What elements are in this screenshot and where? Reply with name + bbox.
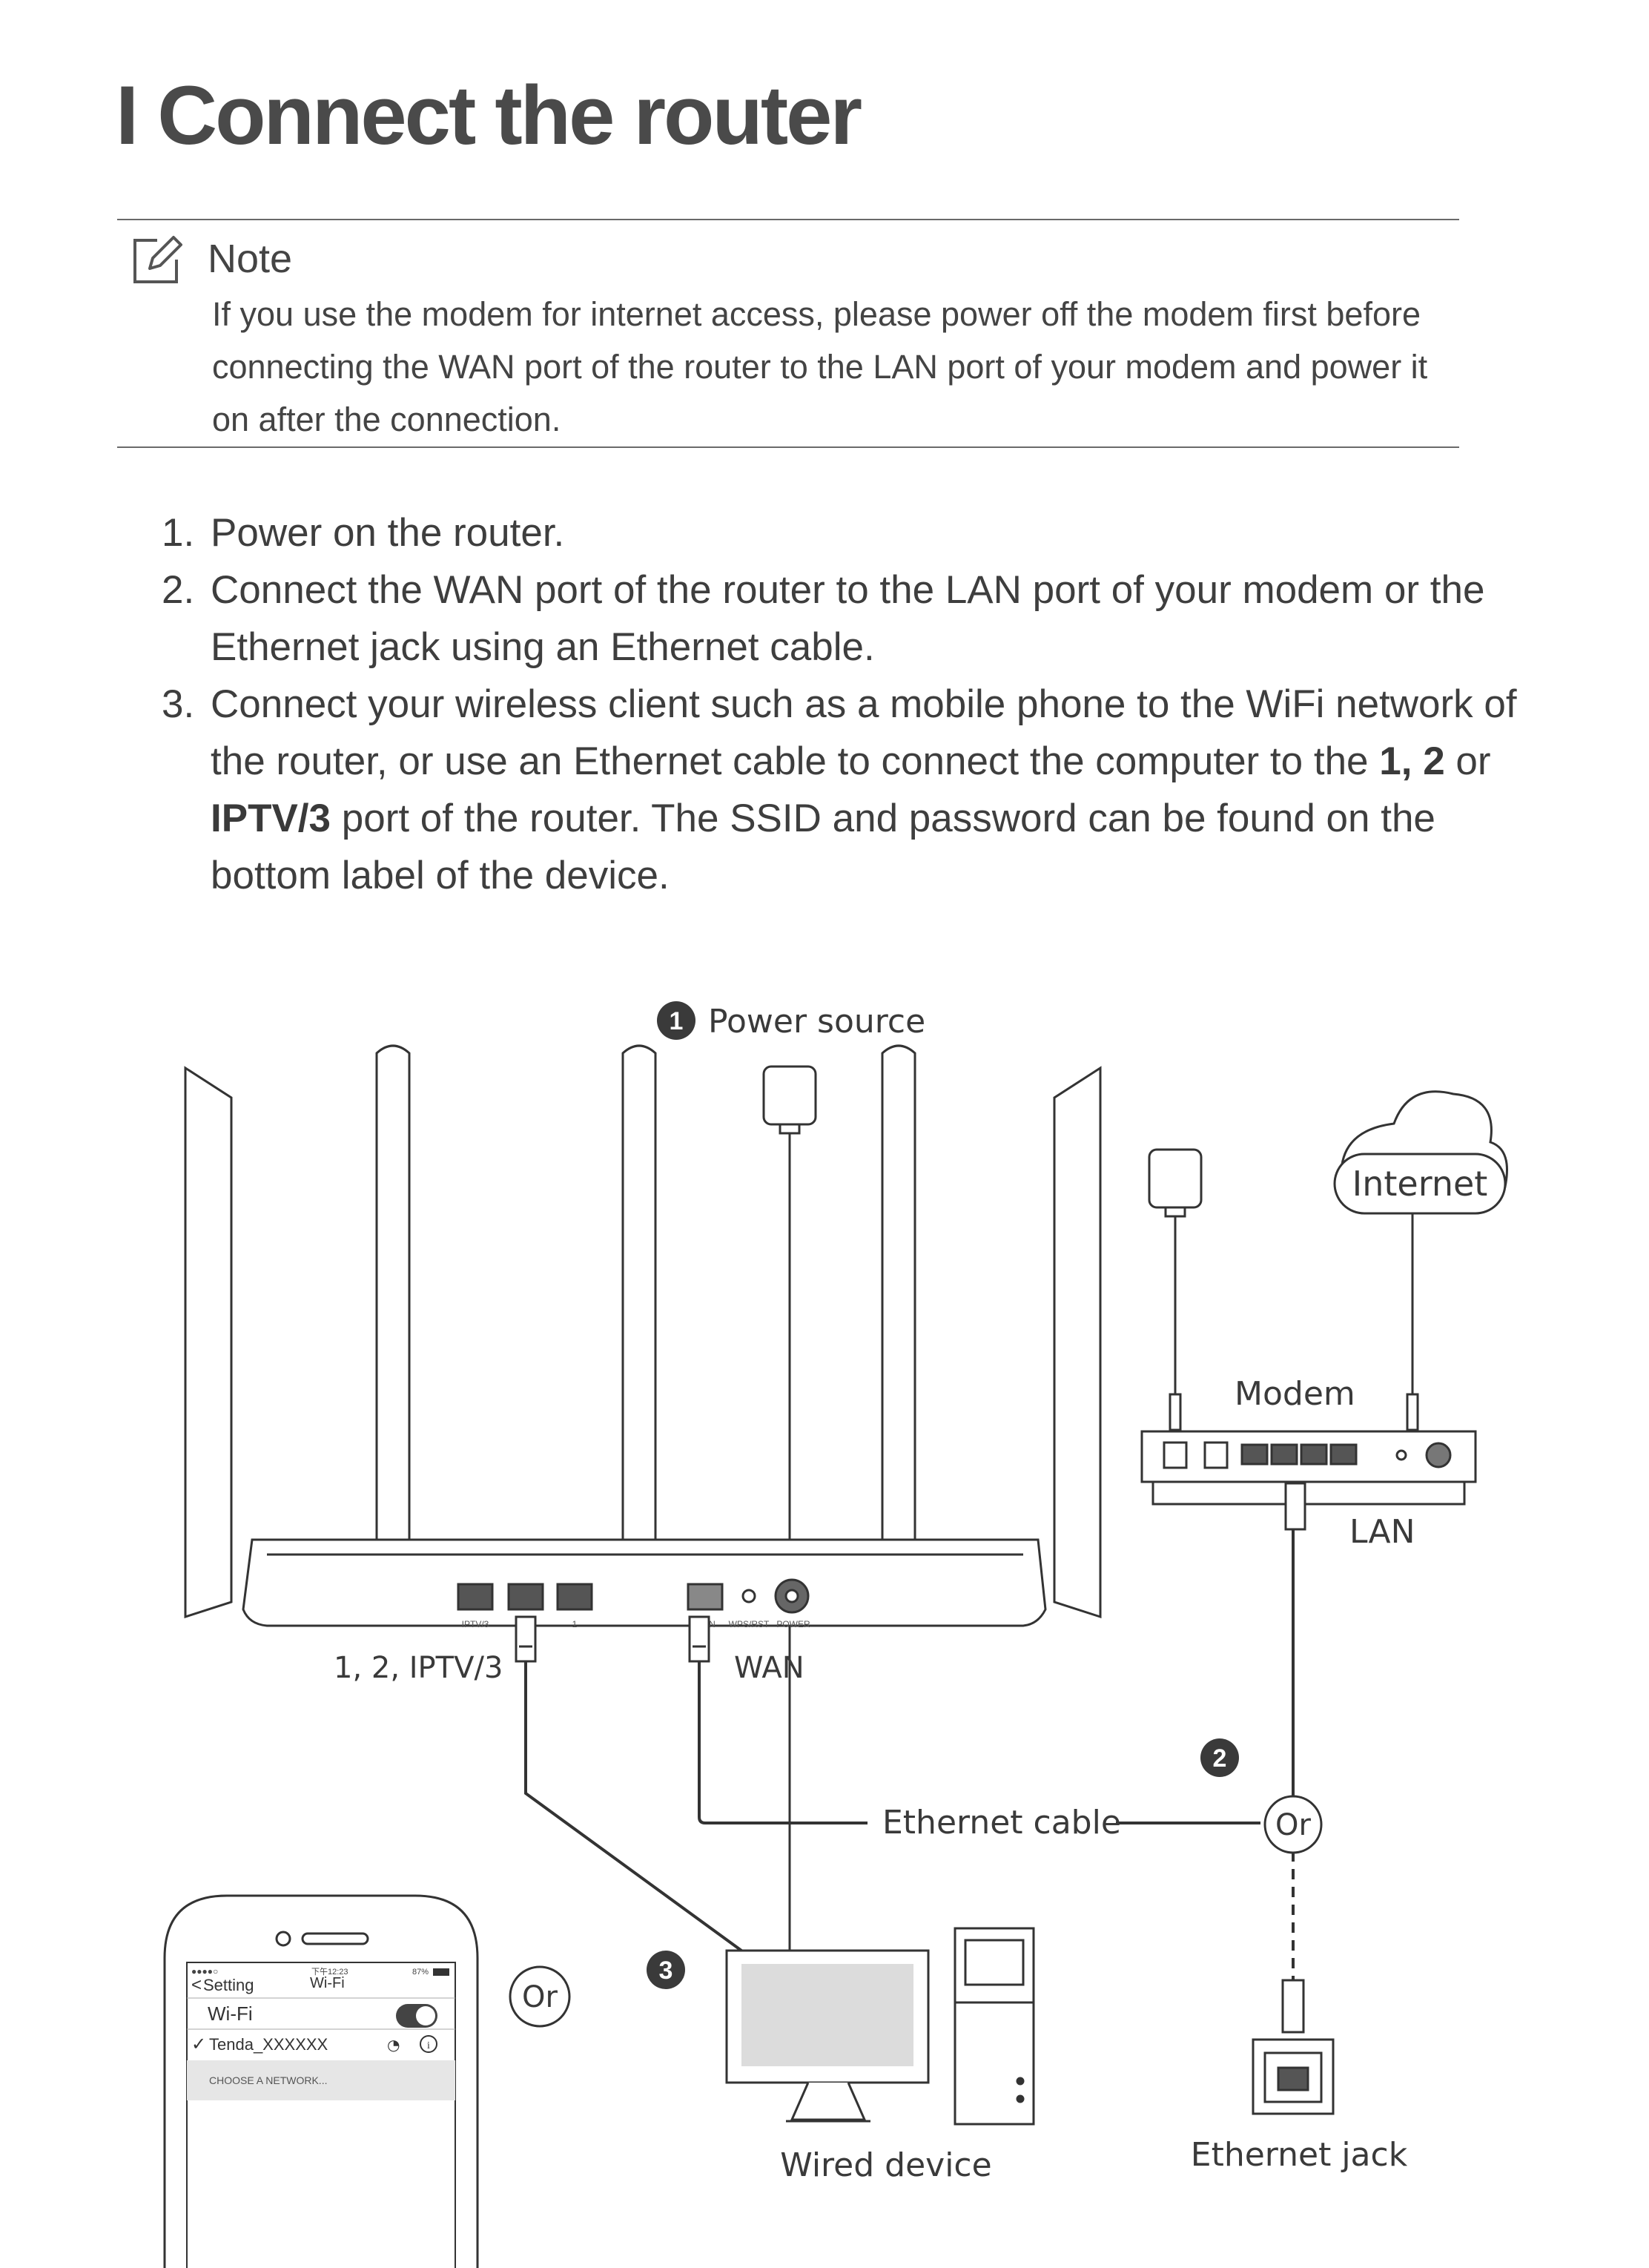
phone-network-name: Tenda_XXXXXX: [209, 2035, 328, 2054]
phone-back-label: Setting: [203, 1976, 254, 1994]
phone-choose-network: CHOOSE A NETWORK...: [209, 2074, 327, 2086]
svg-text:<: <: [191, 1975, 202, 1995]
svg-text:✓: ✓: [191, 2034, 206, 2054]
note-edit-icon: [133, 236, 182, 283]
note-line: connecting the WAN port of the router to…: [212, 348, 1428, 386]
step-text: bottom label of the device.: [211, 854, 670, 897]
svg-text:3: 3: [659, 1957, 673, 1985]
power-source-callout: 1 Power source: [657, 1001, 925, 1041]
step-2: 2. Connect the WAN port of the router to…: [162, 561, 1517, 676]
router-power-adapter-icon: [762, 1065, 817, 1979]
modem-power-adapter-icon: [1148, 1148, 1203, 1431]
svg-text:Or: Or: [522, 1980, 558, 2014]
svg-text:POWER: POWER: [776, 1619, 810, 1629]
modem-label: Modem: [1235, 1375, 1355, 1413]
router-body: [242, 1538, 1047, 1627]
or-badge-cable: Or: [1263, 1795, 1323, 1854]
step-text: IPTV/3 port of the router. The SSID and …: [211, 797, 1435, 840]
ethernet-jack-icon: [1252, 1979, 1335, 2115]
step-text: Connect the WAN port of the router to th…: [211, 568, 1485, 612]
step-text: Power on the router.: [211, 511, 565, 555]
phone-wifi-label: Wi-Fi: [208, 2002, 253, 2025]
steps-list: 1. Power on the router. 2. Connect the W…: [162, 504, 1517, 904]
router-wan-label: WAN: [734, 1651, 804, 1685]
phone-icon: ●●●●○ 下午12:23 87% < Setting Wi-Fi Wi-Fi …: [163, 1894, 479, 2268]
note-top-divider: [117, 219, 1459, 220]
svg-text:下午12:23: 下午12:23: [311, 1967, 348, 1977]
step-number: 2.: [162, 568, 195, 612]
wired-device-label: Wired device: [780, 2146, 991, 2184]
router-cable-plugs: [515, 1615, 710, 1663]
connection-diagram: 1 Power source IPTV/3 2 1 WAN WPS/RST PO…: [163, 1001, 1508, 2268]
phone-screen-title: Wi-Fi: [310, 1975, 345, 1991]
svg-text:WPS/RST: WPS/RST: [729, 1619, 770, 1629]
ethernet-cable-label: Ethernet cable: [882, 1804, 1121, 1842]
wired-device-monitor-icon: [725, 1949, 930, 2123]
note-bottom-divider: [117, 446, 1459, 448]
note-text: If you use the modem for internet access…: [212, 288, 1473, 446]
modem-body: [1140, 1430, 1477, 1531]
step-text: Connect your wireless client such as a m…: [211, 682, 1517, 726]
modem-lan-label: LAN: [1349, 1513, 1415, 1551]
or-badge-device: Or: [509, 1965, 571, 2028]
svg-text:1: 1: [572, 1619, 578, 1629]
info-icon: [420, 2035, 437, 2053]
note-line: If you use the modem for internet access…: [212, 295, 1421, 333]
wired-device-tower-icon: [954, 1927, 1035, 2126]
internet-cloud-icon: Internet: [1333, 1090, 1508, 1431]
badge-1: 1: [670, 1007, 684, 1035]
step-number: 1.: [162, 511, 195, 555]
port-name: IPTV/3: [211, 797, 331, 840]
wifi-signal-icon: ◔: [387, 2036, 400, 2054]
svg-text:Or: Or: [1275, 1808, 1311, 1842]
step-3: 3. Connect your wireless client such as …: [162, 676, 1517, 904]
cables: [524, 1528, 1295, 1980]
note-label: Note: [208, 237, 293, 281]
note-line: on after the connection.: [212, 400, 561, 438]
svg-text:87%: 87%: [412, 1968, 429, 1977]
step-text: the router, or use an Ethernet cable to …: [211, 739, 1491, 783]
step-2-badge: 2: [1200, 1738, 1239, 1777]
ethernet-jack-label: Ethernet jack: [1191, 2136, 1408, 2174]
router-antennas: [184, 1044, 1102, 1619]
router-lan-ports-label: 1, 2, IPTV/3: [334, 1651, 503, 1685]
step-text: Ethernet jack using an Ethernet cable.: [211, 625, 875, 669]
step-3-badge: 3: [647, 1951, 685, 1989]
svg-text:●●●●○: ●●●●○: [191, 1966, 218, 1977]
internet-label: Internet: [1352, 1164, 1488, 1204]
port-name: 1, 2: [1379, 739, 1445, 783]
svg-text:2: 2: [1213, 1744, 1227, 1773]
page-title: I Connect the router: [116, 69, 862, 162]
svg-text:i: i: [427, 2040, 430, 2051]
svg-text:IPTV/3: IPTV/3: [462, 1619, 489, 1629]
step-1: 1. Power on the router.: [162, 504, 1517, 561]
step-number: 3.: [162, 682, 195, 726]
power-source-label: Power source: [708, 1003, 925, 1041]
